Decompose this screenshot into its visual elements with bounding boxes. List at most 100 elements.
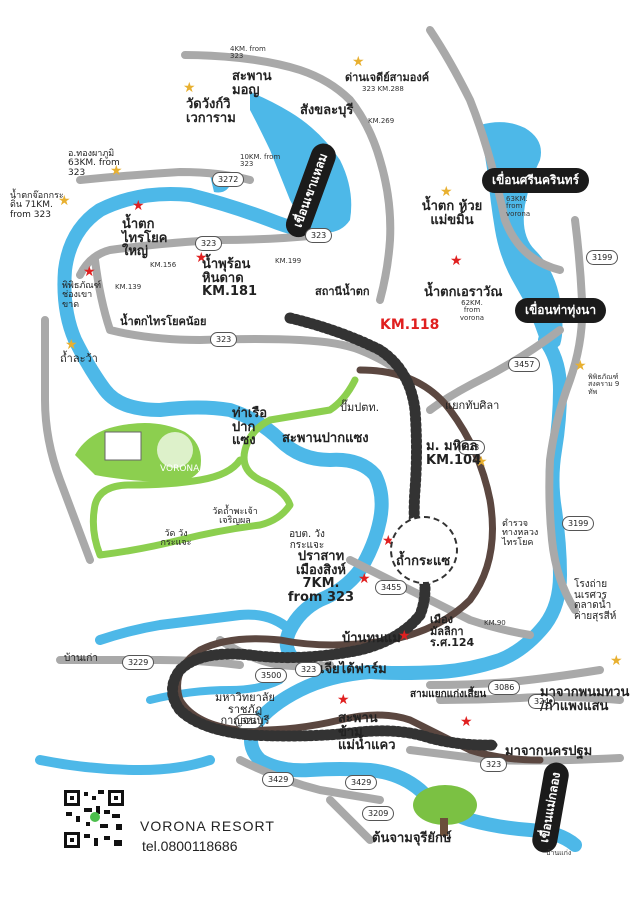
tree-icon [413,785,477,836]
label-km4: 4KM. from 323 [230,45,266,61]
main-route-323 [174,366,544,764]
label-ton-jamjuri: ต้นจามจุรียักษ์ [372,831,452,846]
label-museum-sai-yok: พิพิธภัณฑ์ ช่องเขาขาด [62,281,102,310]
route-shield: 3272 [212,172,245,187]
route-shield: 3457 [508,357,541,372]
road-323-north [181,51,395,304]
label-sai-yok-noi: น้ำตกไทรโยคน้อย [120,315,207,328]
road-3455 [346,556,534,639]
resort-name: VORONA RESORT [140,818,275,834]
label-bridge-pak: สะพานปากแซง [282,431,369,446]
route-shield: 3500 [255,668,288,683]
label-hot-spring: น้ำพุร้อน หินดาด KM.181 [202,257,258,300]
label-district: อบต. วังกระแจะ [289,529,325,551]
route-shield: 323 [235,714,263,729]
star-icon: ★ [460,714,473,730]
river-khwae-noi [57,187,389,680]
label-wat-vang: วัด วังกระแจะ [160,529,192,549]
label-ban-kaeng: บ้านแก่ง [546,849,572,857]
route-shield: 323 [305,228,333,243]
label-station: สถานีน้ำตก [315,285,370,298]
label-km199: KM.199 [275,257,302,265]
star-icon: ★ [398,628,411,644]
star-icon: ★ [65,337,78,353]
label-kaeng: แยกทับศิลา [445,399,500,412]
road-east-top [426,26,564,274]
star-icon: ★ [450,253,463,269]
route-shield: 323 [210,332,238,347]
label-muang: เมืองมัลลิกา ร.ศ.124 [430,613,475,650]
route-shield: 323 [480,757,508,772]
label-three-pagoda-km: 323 KM.288 [362,85,404,93]
label-tham-lawa: ถ้ำละว้า [60,352,98,365]
label-ban-na: บ้านทนแม [342,631,401,646]
label-tham-krasae: ถ้ำกระแซ [396,554,451,569]
star-icon: ★ [475,454,488,470]
label-three-pagoda: ด่านเจดีย์สามองค์ [345,71,430,84]
route-shield: 3455 [375,580,408,595]
route-shield: 323 [195,236,223,251]
star-icon: ★ [83,264,96,280]
label-km62: 62KM. from vorona [459,299,485,322]
star-icon: ★ [358,571,371,587]
star-icon: ★ [183,80,196,96]
label-sam-yaek: สามแยกแก่งเสี้ยน [410,689,487,700]
label-museum9: พิพิธภัณฑ์ สงคราม 9 ทัพ [588,373,620,396]
label-tha-ruea: ท่าเรือ ปากแซง [232,406,268,449]
qr-code [62,788,126,850]
label-jay: เจียไต้ฟาร์ม [320,662,387,677]
label-bridge-mon: สะพานมอญ [232,69,272,98]
road-3199 [545,216,587,614]
label-ban-kao: บ้านเก่า [64,653,98,664]
resort-phone[interactable]: tel.0800118686 [142,838,238,854]
road-far-west [40,316,94,564]
road-3429 [236,756,384,804]
star-icon: ★ [440,184,453,200]
star-icon: ★ [58,193,71,209]
label-wat-wang: วัดวังก์วิเวการาม [186,97,236,126]
label-km269: KM.269 [368,117,395,125]
dam-label-srinagarind: เขื่อนศรีนครินทร์ [482,168,590,193]
star-icon: ★ [574,358,587,374]
label-huay-mae: น้ำตก ห้วยแม่ขมิ้น [421,199,483,228]
route-shield: 324 [528,694,556,709]
label-vorona: VORONA [160,464,200,474]
label-from-nakhon: มาจากนครปฐม [505,744,593,759]
dam-label-tha-thung: เขื่อนท่าทุ่งนา [515,298,607,323]
river-south [35,755,215,775]
star-icon: ★ [132,198,145,214]
khao-laem-reservoir [250,92,352,233]
route-shield: 3086 [488,680,521,695]
label-prasat: ปราสาท เมืองสิงห์ 7KM. from 323 [287,549,355,605]
star-icon: ★ [610,653,623,669]
label-km118: KM.118 [380,317,440,333]
label-thong-pha-phum: อ.ทองผาภูมิ 63KM. from 323 [68,149,120,178]
railway [167,312,501,751]
label-pluak: ปั๊มปตท. [340,401,380,414]
road-323-west [91,256,414,384]
road-323-mid [76,231,324,279]
label-km156: KM.156 [150,261,177,269]
route-shield: 3429 [345,775,378,790]
star-icon: ★ [352,54,365,70]
route-shield: 3199 [586,250,619,265]
route-shield: 3429 [262,772,295,787]
label-erawan: น้ำตกเอราวัณ [424,285,503,300]
route-shield: 323 [458,440,486,455]
road-3457 [426,326,564,414]
label-jokkradin: น้ำตกจ๊อกกระดิ่น 71KM. from 323 [10,191,64,220]
label-from-phanom: มาจากพนมทวน /กำแพงแสน [540,685,630,714]
label-km10: 10KM. from 323 [240,153,281,169]
vorona-hill [75,423,201,483]
label-sangkhla: สังขละบุรี [300,103,354,118]
star-icon: ★ [337,692,350,708]
label-km63: 63KM. from vorona [506,195,531,218]
label-sai-yok-yai: น้ำตก ไทรโยคใหญ่ [122,217,168,260]
star-markers: ★ ★ ★ ★ ★ ★ ★ ★ ★ ★ ★ ★ ★ ★ ★ ★ ★ ★ [58,54,623,730]
label-bridge-kwai: สะพานข้าม แม่น้ำแคว [338,711,396,754]
route-shield: 3199 [562,516,595,531]
star-icon: ★ [110,163,123,179]
label-uni: มหาวิทยาลัยราชภัฏ กาญจนบุรี [215,691,275,728]
